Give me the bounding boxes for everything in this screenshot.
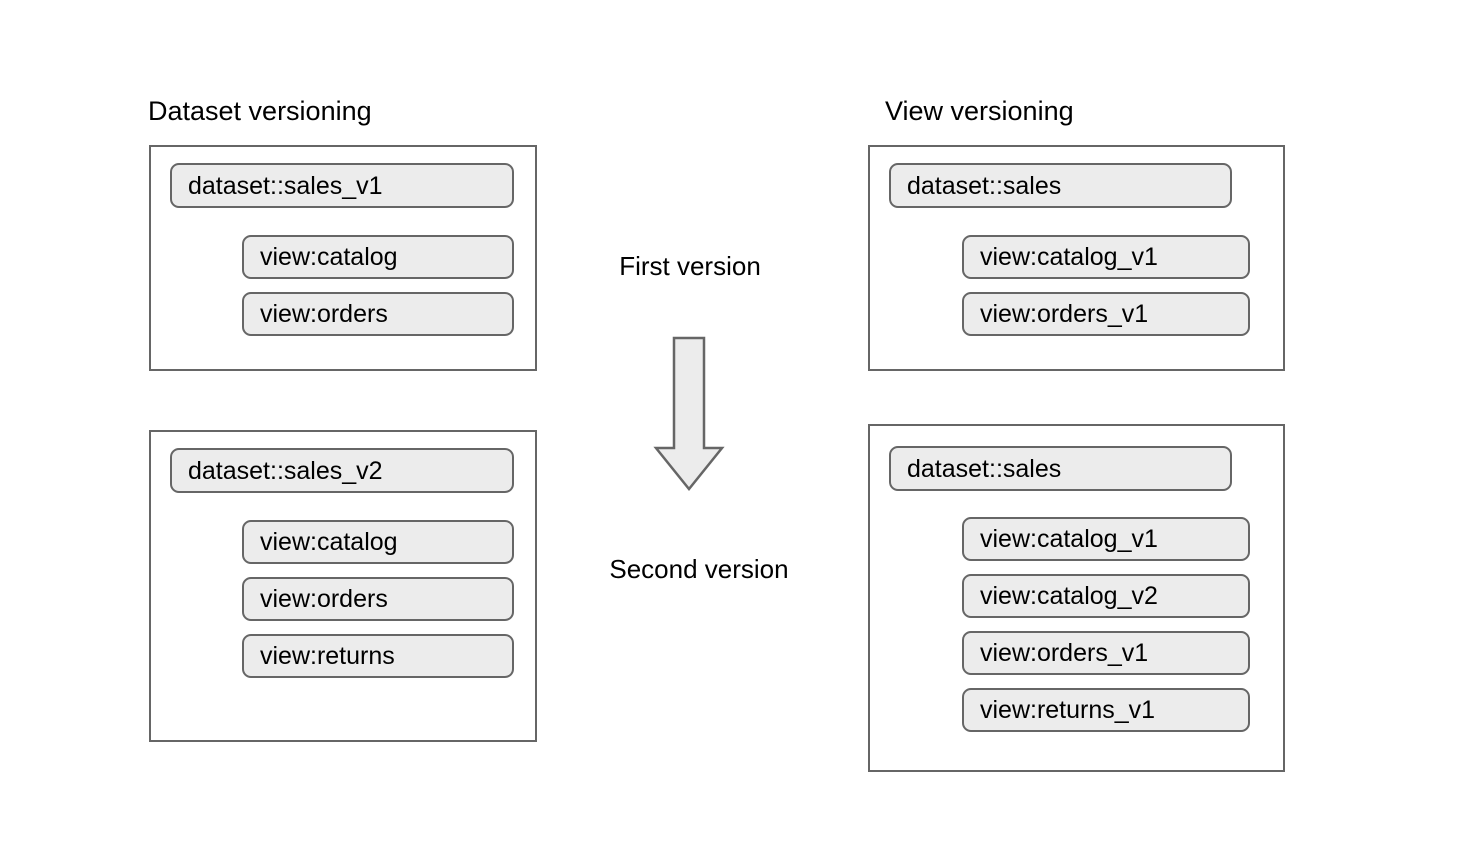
view-pill[interactable]: view:returns_v1 [962,688,1250,732]
view-pill[interactable]: view:catalog_v1 [962,235,1250,279]
dataset-pill[interactable]: dataset::sales_v1 [170,163,514,208]
view-pill[interactable]: view:orders_v1 [962,292,1250,336]
second-version-label: Second version [609,554,789,584]
dataset-pill[interactable]: dataset::sales [889,163,1232,208]
dataset-pill[interactable]: dataset::sales [889,446,1232,491]
view-pill[interactable]: view:returns [242,634,514,678]
dataset-pill[interactable]: dataset::sales_v2 [170,448,514,493]
view-pill[interactable]: view:orders_v1 [962,631,1250,675]
right-column-heading: View versioning [885,96,1074,126]
view-pill[interactable]: view:orders [242,292,514,336]
view-pill[interactable]: view:catalog [242,235,514,279]
view-pill[interactable]: view:catalog [242,520,514,564]
view-pill[interactable]: view:orders [242,577,514,621]
left-column-heading: Dataset versioning [148,96,372,126]
down-arrow-icon [653,336,725,492]
view-pill[interactable]: view:catalog_v1 [962,517,1250,561]
view-pill[interactable]: view:catalog_v2 [962,574,1250,618]
first-version-label: First version [619,251,761,281]
